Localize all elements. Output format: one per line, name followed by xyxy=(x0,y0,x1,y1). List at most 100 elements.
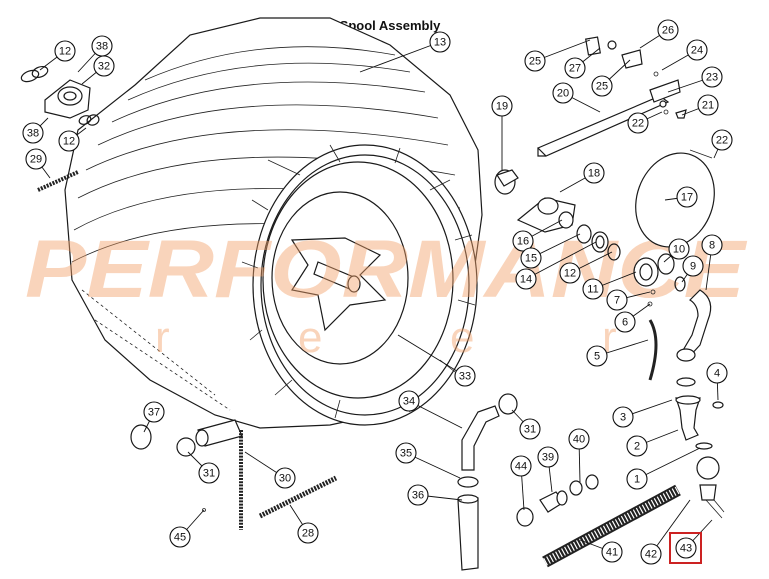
callout-24: 24 xyxy=(686,39,708,61)
callout-23: 23 xyxy=(701,66,723,88)
highlight-box xyxy=(669,532,702,564)
chain-29 xyxy=(37,170,79,192)
callout-circle xyxy=(582,278,604,300)
callout-circle xyxy=(627,112,649,134)
ring-3 xyxy=(676,377,696,387)
callout-37: 37 xyxy=(143,401,165,423)
callout-label: 39 xyxy=(542,452,554,464)
ring-15 xyxy=(576,224,592,244)
callout-label: 36 xyxy=(412,490,424,502)
leader-line-14 xyxy=(525,241,597,280)
callout-circle xyxy=(537,446,559,468)
ring-14 xyxy=(591,231,609,253)
callout-25: 25 xyxy=(524,50,546,72)
callout-3: 3 xyxy=(612,406,634,428)
callout-label: 18 xyxy=(588,168,600,180)
leader-line-42 xyxy=(650,499,691,555)
part-37 xyxy=(130,424,152,450)
callout-label: 19 xyxy=(496,101,508,113)
callout-15: 15 xyxy=(520,247,542,269)
callout-label: 1 xyxy=(634,474,640,486)
callout-circle xyxy=(58,130,80,152)
callout-label: 35 xyxy=(400,448,412,460)
callout-label: 14 xyxy=(520,274,532,286)
callout-circle xyxy=(559,262,581,284)
callout-2: 2 xyxy=(626,435,648,457)
callout-12: 12 xyxy=(54,40,76,62)
callout-circle xyxy=(697,94,719,116)
callout-circle xyxy=(583,162,605,184)
callout-label: 27 xyxy=(569,63,581,75)
ring-1 xyxy=(695,442,713,450)
callout-label: 30 xyxy=(279,473,291,485)
callout-circle xyxy=(682,255,704,277)
spool-drum xyxy=(64,17,483,429)
gasket-10 xyxy=(657,253,675,275)
callout-19: 19 xyxy=(491,95,513,117)
callout-label: 12 xyxy=(564,268,576,280)
watermark-letter: e xyxy=(298,313,322,362)
callout-44: 44 xyxy=(510,455,532,477)
callout-circle xyxy=(143,401,165,423)
callout-18: 18 xyxy=(583,162,605,184)
callout-circle xyxy=(586,345,608,367)
pin-45 xyxy=(202,508,206,512)
bushing-31b xyxy=(176,437,196,457)
callout-38: 38 xyxy=(22,122,44,144)
cap-4 xyxy=(712,401,724,409)
callout-1: 1 xyxy=(626,468,648,490)
callout-12: 12 xyxy=(58,130,80,152)
callout-label: 38 xyxy=(96,41,108,53)
callout-circle xyxy=(169,526,191,548)
callout-14: 14 xyxy=(515,268,537,290)
callout-label: 32 xyxy=(98,61,110,73)
callout-label: 3 xyxy=(620,412,626,424)
callout-32: 32 xyxy=(93,55,115,77)
callout-label: 25 xyxy=(596,81,608,93)
callout-40: 40 xyxy=(568,428,590,450)
callout-circle xyxy=(564,57,586,79)
callout-circle xyxy=(519,418,541,440)
callout-label: 33 xyxy=(459,371,471,383)
callout-label: 21 xyxy=(702,100,714,112)
cover-disc-17 xyxy=(635,152,715,248)
callout-label: 16 xyxy=(517,236,529,248)
callout-10: 10 xyxy=(668,238,690,260)
callout-label: 41 xyxy=(606,547,618,559)
callout-circle xyxy=(454,365,476,387)
callout-circle xyxy=(601,541,623,563)
callout-circle xyxy=(606,289,628,311)
callout-label: 17 xyxy=(681,192,693,204)
callout-label: 5 xyxy=(594,351,600,363)
callout-label: 34 xyxy=(403,396,415,408)
callout-label: 9 xyxy=(690,261,696,273)
callout-circle xyxy=(711,129,733,151)
callout-label: 11 xyxy=(587,284,598,296)
callout-circle xyxy=(407,484,429,506)
callout-circle xyxy=(297,522,319,544)
callout-circle xyxy=(552,82,574,104)
callout-label: 12 xyxy=(63,136,75,148)
callout-circle xyxy=(512,230,534,252)
bushing-31a xyxy=(498,393,518,415)
callout-7: 7 xyxy=(606,289,628,311)
callout-label: 4 xyxy=(714,368,720,380)
callout-5: 5 xyxy=(586,345,608,367)
ball-42 xyxy=(696,456,720,480)
callout-6: 6 xyxy=(614,311,636,333)
callout-label: 13 xyxy=(434,37,446,49)
callout-35: 35 xyxy=(395,442,417,464)
callout-31: 31 xyxy=(198,462,220,484)
callout-16: 16 xyxy=(512,230,534,252)
callout-34: 34 xyxy=(398,390,420,412)
callout-circle xyxy=(515,268,537,290)
callout-label: 15 xyxy=(525,253,537,265)
clip-22 xyxy=(689,149,713,159)
callout-label: 38 xyxy=(27,128,39,140)
callout-25: 25 xyxy=(591,75,613,97)
callout-circle xyxy=(701,234,723,256)
callout-30: 30 xyxy=(274,467,296,489)
callout-circle xyxy=(657,19,679,41)
tube-36 xyxy=(457,497,479,571)
callout-circle xyxy=(429,31,451,53)
